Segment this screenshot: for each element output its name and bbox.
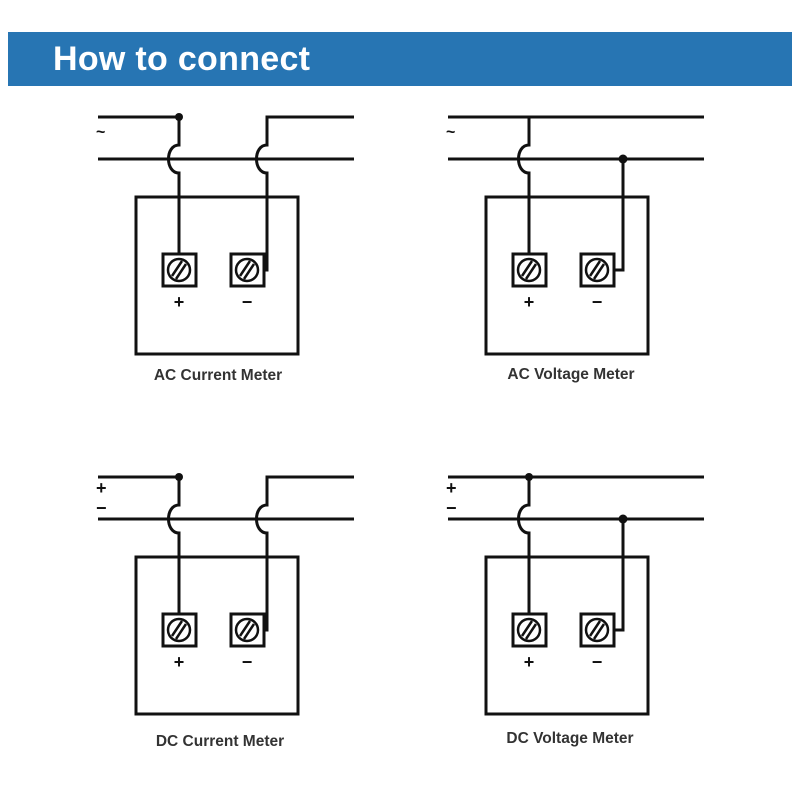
terminal-label: − xyxy=(592,652,603,672)
caption-ac-voltage-meter: AC Voltage Meter xyxy=(507,366,635,383)
screw-slot xyxy=(238,260,256,280)
minus-lead-wire xyxy=(612,519,625,632)
terminal-plus: + xyxy=(161,252,198,312)
meter-box xyxy=(484,555,650,716)
meter-box xyxy=(134,555,300,716)
terminal-plus: + xyxy=(511,612,548,672)
screw-slot xyxy=(588,620,606,640)
header-banner: How to connect xyxy=(8,32,792,86)
minus-lead-wire xyxy=(612,159,625,272)
terminal-label: + xyxy=(524,652,535,672)
screw-slot xyxy=(520,260,538,280)
screw-icon xyxy=(516,257,542,283)
terminal-label: − xyxy=(242,292,253,312)
plus-lead-wire xyxy=(517,117,531,254)
screw-slot xyxy=(170,260,188,280)
minus-lead-wire xyxy=(255,475,269,632)
line-label-bottom: − xyxy=(446,498,457,518)
screw-icon xyxy=(234,257,260,283)
screw-slot xyxy=(170,620,188,640)
terminal-label: + xyxy=(524,292,535,312)
screw-slot xyxy=(238,620,256,640)
screw-icon xyxy=(166,617,192,643)
terminal-label: + xyxy=(174,292,185,312)
caption-dc-voltage-meter: DC Voltage Meter xyxy=(506,730,634,747)
screw-icon xyxy=(234,617,260,643)
line-label-top: + xyxy=(96,478,107,498)
diagram-ac-current-meter: ~ + − xyxy=(96,113,354,356)
screw-slot xyxy=(588,260,606,280)
junction-dot xyxy=(525,473,533,481)
line-label-top: ~ xyxy=(96,124,105,141)
screw-icon xyxy=(584,257,610,283)
terminal-label: + xyxy=(174,652,185,672)
terminal-plus: + xyxy=(161,612,198,672)
meter-box xyxy=(134,195,300,356)
terminal-label: − xyxy=(592,292,603,312)
screw-icon xyxy=(516,617,542,643)
line-label-bottom: − xyxy=(96,498,107,518)
diagram-dc-voltage-meter: +−+− xyxy=(446,473,704,716)
screw-icon xyxy=(166,257,192,283)
terminal-plus: + xyxy=(511,252,548,312)
plus-lead-wire xyxy=(517,477,531,614)
line-label-top: ~ xyxy=(446,124,455,141)
meter-box xyxy=(484,195,650,356)
caption-ac-current-meter: AC Current Meter xyxy=(153,367,283,384)
junction-dot xyxy=(175,113,183,121)
diagram-ac-voltage-meter: ~ + − xyxy=(446,115,704,356)
minus-lead-wire xyxy=(255,115,269,272)
screw-icon xyxy=(584,617,610,643)
terminal-minus: − xyxy=(579,252,616,312)
terminal-minus: − xyxy=(579,612,616,672)
line-label-top: + xyxy=(446,478,457,498)
diagram-dc-current-meter: +−+− xyxy=(96,473,354,716)
page-title: How to connect xyxy=(53,40,311,78)
screw-slot xyxy=(520,620,538,640)
junction-dot xyxy=(175,473,183,481)
plus-lead-wire xyxy=(167,117,181,254)
caption-dc-current-meter: DC Current Meter xyxy=(155,733,285,750)
terminal-minus: − xyxy=(229,252,266,312)
plus-lead-wire xyxy=(167,477,181,614)
terminal-minus: − xyxy=(229,612,266,672)
terminal-label: − xyxy=(242,652,253,672)
